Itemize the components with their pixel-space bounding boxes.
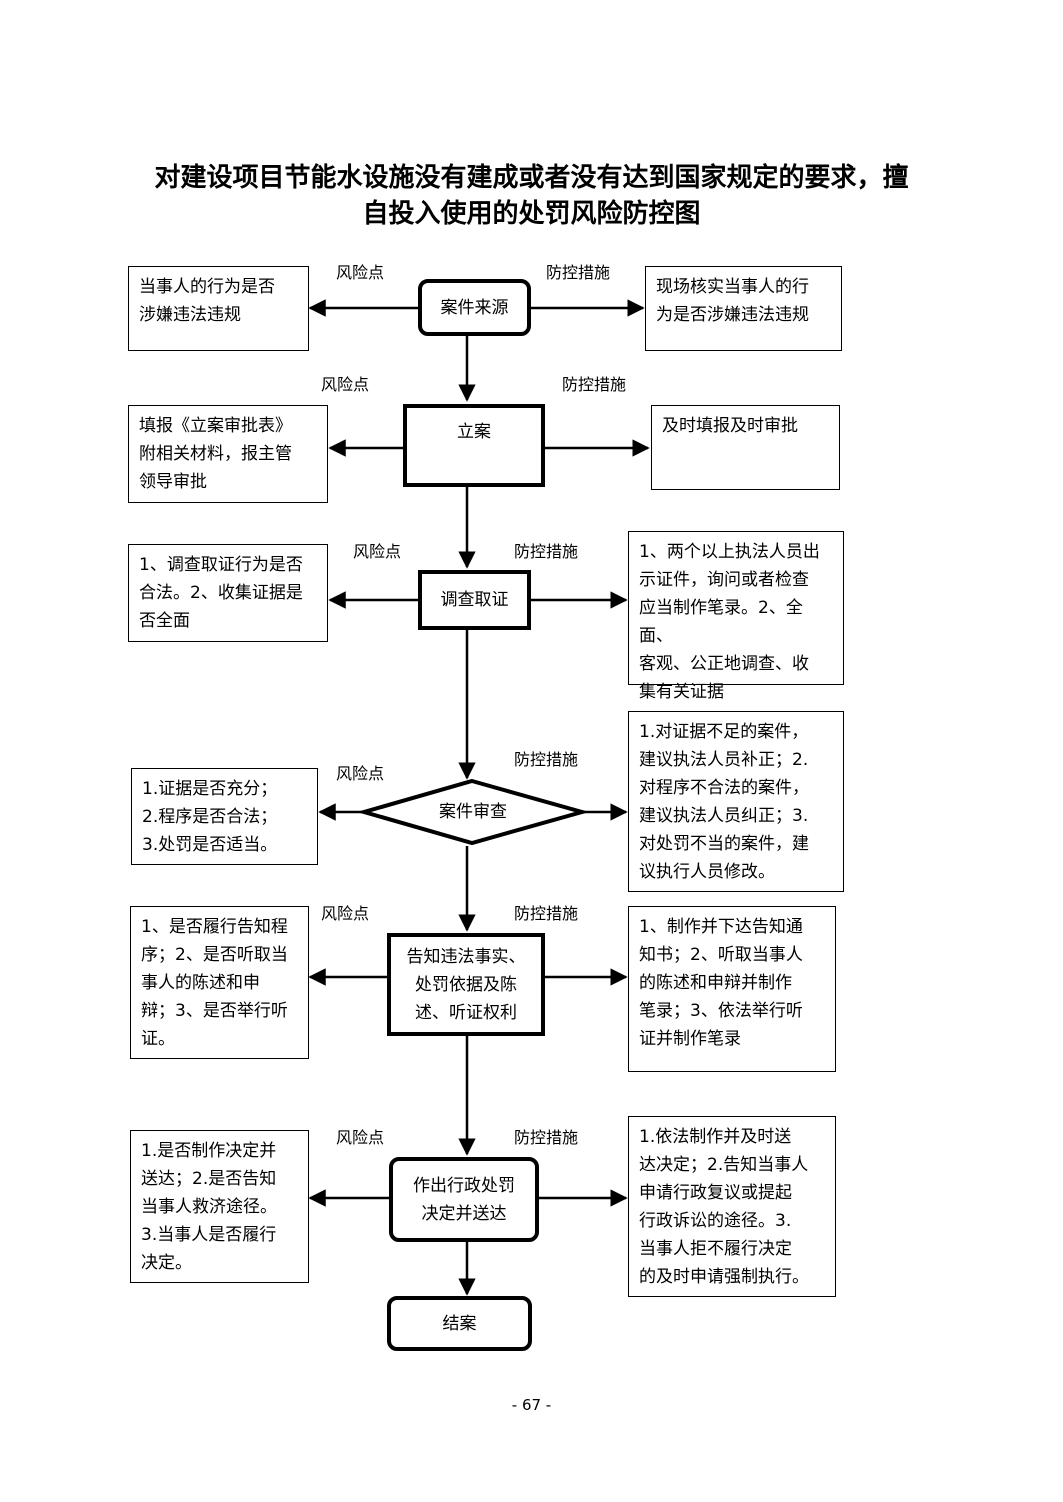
risk-label: 风险点 [336, 263, 385, 282]
control-label: 防控措施 [514, 542, 579, 561]
node-case-source: 案件来源 [418, 279, 531, 336]
risk-label: 风险点 [321, 375, 370, 394]
risk-box-filing: 填报《立案审批表》 附相关材料，报主管 领导审批 [128, 405, 328, 503]
node-investigation: 调查取证 [418, 570, 531, 630]
control-box-notification: 1、制作并下达告知通 知书；2、听取当事人 的陈述和申辩并制作 笔录；3、依法举… [628, 906, 836, 1072]
page-number: - 67 - [511, 1396, 552, 1414]
page-title-line2: 自投入使用的处罚风险防控图 [362, 199, 701, 229]
control-label: 防控措施 [514, 904, 579, 923]
risk-box-notification: 1、是否履行告知程 序；2、是否听取当 事人的陈述和申 辩；3、是否举行听 证。 [130, 906, 309, 1059]
risk-label: 风险点 [353, 542, 402, 561]
control-box-filing: 及时填报及时审批 [651, 405, 840, 490]
risk-box-investigation: 1、调查取证行为是否 合法。2、收集证据是 否全面 [128, 544, 328, 642]
control-label: 防控措施 [514, 750, 579, 769]
control-box-investigation: 1、两个以上执法人员出 示证件，询问或者检查 应当制作笔录。2、全面、 客观、公… [628, 531, 844, 702]
risk-label: 风险点 [321, 904, 370, 923]
risk-label: 风险点 [336, 764, 385, 783]
risk-box-decision: 1.是否制作决定并 送达；2.是否告知 当事人救济途径。 3.当事人是否履行 决… [130, 1130, 309, 1283]
risk-box-case-review: 1.证据是否充分； 2.程序是否合法； 3.处罚是否适当。 [131, 768, 318, 865]
control-box-decision: 1.依法制作并及时送 达决定；2.告知当事人 申请行政复议或提起 行政诉讼的途径… [628, 1116, 836, 1297]
review-diamond-shape [356, 778, 590, 846]
risk-box-case-source: 当事人的行为是否 涉嫌违法违规 [128, 266, 309, 351]
node-case-closed: 结案 [387, 1296, 532, 1351]
node-decision: 作出行政处罚 决定并送达 [389, 1157, 539, 1242]
risk-label: 风险点 [336, 1128, 385, 1147]
control-box-case-source: 现场核实当事人的行 为是否涉嫌违法违规 [645, 266, 842, 351]
page-title-line1: 对建设项目节能水设施没有建成或者没有达到国家规定的要求，擅 [154, 163, 909, 193]
control-label: 防控措施 [514, 1128, 579, 1147]
node-notification: 告知违法事实、 处罚依据及陈 述、听证权利 [387, 933, 545, 1036]
control-label: 防控措施 [546, 263, 611, 282]
node-case-review: 案件审查 [439, 802, 507, 822]
control-label: 防控措施 [562, 375, 627, 394]
node-filing: 立案 [403, 404, 545, 487]
control-box-case-review: 1.对证据不足的案件， 建议执法人员补正；2. 对程序不合法的案件， 建议执法人… [628, 711, 844, 892]
